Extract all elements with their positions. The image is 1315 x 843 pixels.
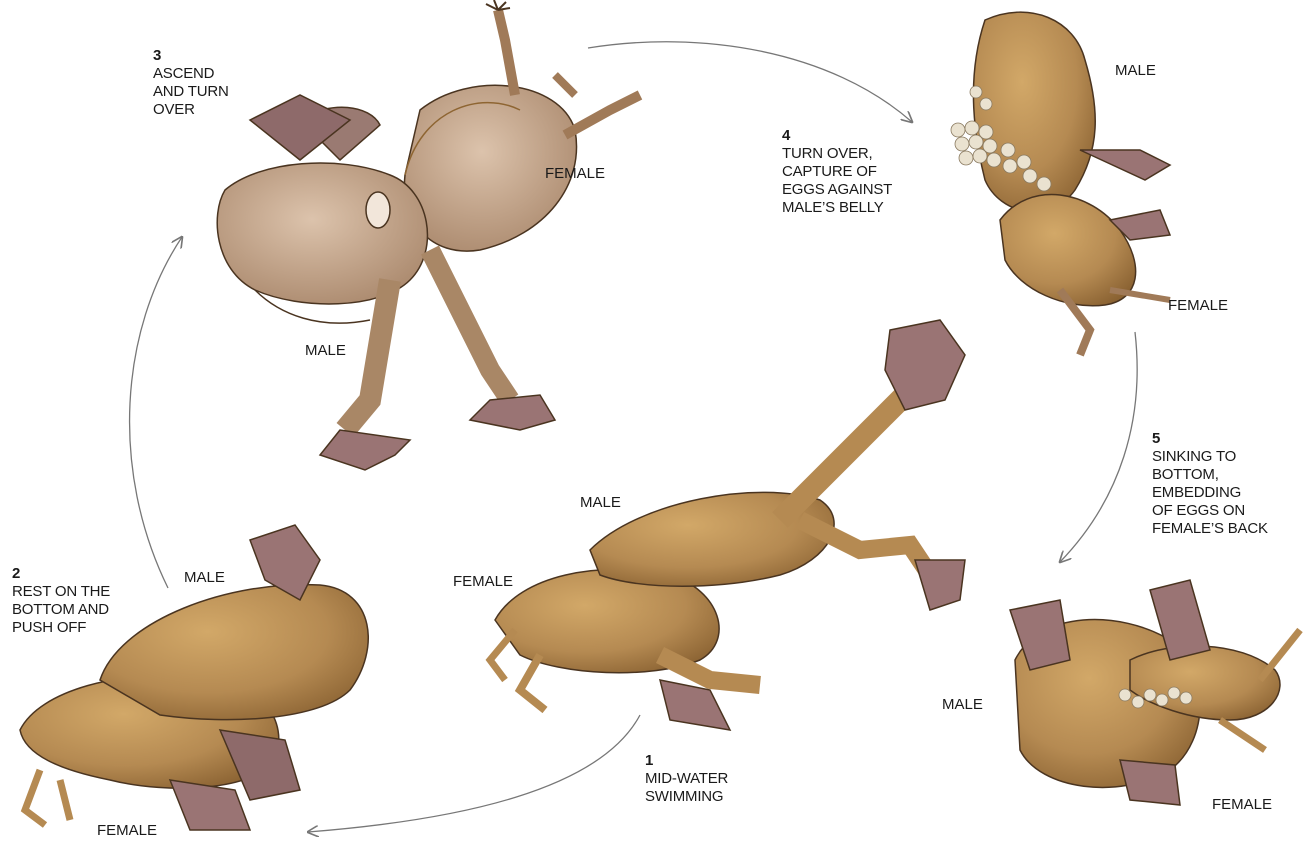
frog-pair-3-illustration <box>217 0 640 470</box>
pair-3-female-label: FEMALE <box>545 165 605 182</box>
step-1-label: 1 MID-WATER SWIMMING <box>645 752 728 806</box>
arrow-2-to-3 <box>130 237 182 588</box>
arrow-4-to-5 <box>1060 332 1137 562</box>
step-5-line-1: SINKING TO <box>1152 448 1268 466</box>
step-4-line-4: MALE’S BELLY <box>782 199 892 217</box>
step-4-label: 4 TURN OVER, CAPTURE OF EGGS AGAINST MAL… <box>782 127 892 217</box>
step-5-label: 5 SINKING TO BOTTOM, EMBEDDING OF EGGS O… <box>1152 430 1268 538</box>
pair-1-male-label: MALE <box>580 494 621 511</box>
step-3-label: 3 ASCEND AND TURN OVER <box>153 47 229 119</box>
step-5-line-2: BOTTOM, <box>1152 466 1268 484</box>
step-3-line-3: OVER <box>153 101 229 119</box>
step-5-line-3: EMBEDDING <box>1152 484 1268 502</box>
pair-3-male-label: MALE <box>305 342 346 359</box>
step-3-number: 3 <box>153 47 229 65</box>
step-5-line-5: FEMALE’S BACK <box>1152 520 1268 538</box>
step-3-line-2: AND TURN <box>153 83 229 101</box>
step-2-label: 2 REST ON THE BOTTOM AND PUSH OFF <box>12 565 110 637</box>
frog-pair-1-illustration <box>490 320 965 730</box>
pair-4-female-label: FEMALE <box>1168 297 1228 314</box>
step-5-number: 5 <box>1152 430 1268 448</box>
frog-pair-5-illustration <box>1010 580 1300 805</box>
pair-2-male-label: MALE <box>184 569 225 586</box>
pair-1-female-label: FEMALE <box>453 573 513 590</box>
step-5-line-4: OF EGGS ON <box>1152 502 1268 520</box>
step-2-line-1: REST ON THE <box>12 583 110 601</box>
step-1-line-2: SWIMMING <box>645 788 728 806</box>
pair-2-female-label: FEMALE <box>97 822 157 839</box>
step-4-number: 4 <box>782 127 892 145</box>
step-2-line-3: PUSH OFF <box>12 619 110 637</box>
pair-5-male-label: MALE <box>942 696 983 713</box>
pair-5-female-label: FEMALE <box>1212 796 1272 813</box>
pair-4-male-label: MALE <box>1115 62 1156 79</box>
step-4-line-1: TURN OVER, <box>782 145 892 163</box>
step-4-line-2: CAPTURE OF <box>782 163 892 181</box>
step-3-line-1: ASCEND <box>153 65 229 83</box>
step-1-line-1: MID-WATER <box>645 770 728 788</box>
arrow-3-to-4 <box>588 42 912 122</box>
arrow-1-to-2 <box>308 715 640 832</box>
step-2-number: 2 <box>12 565 110 583</box>
step-1-number: 1 <box>645 752 728 770</box>
step-4-line-3: EGGS AGAINST <box>782 181 892 199</box>
step-2-line-2: BOTTOM AND <box>12 601 110 619</box>
